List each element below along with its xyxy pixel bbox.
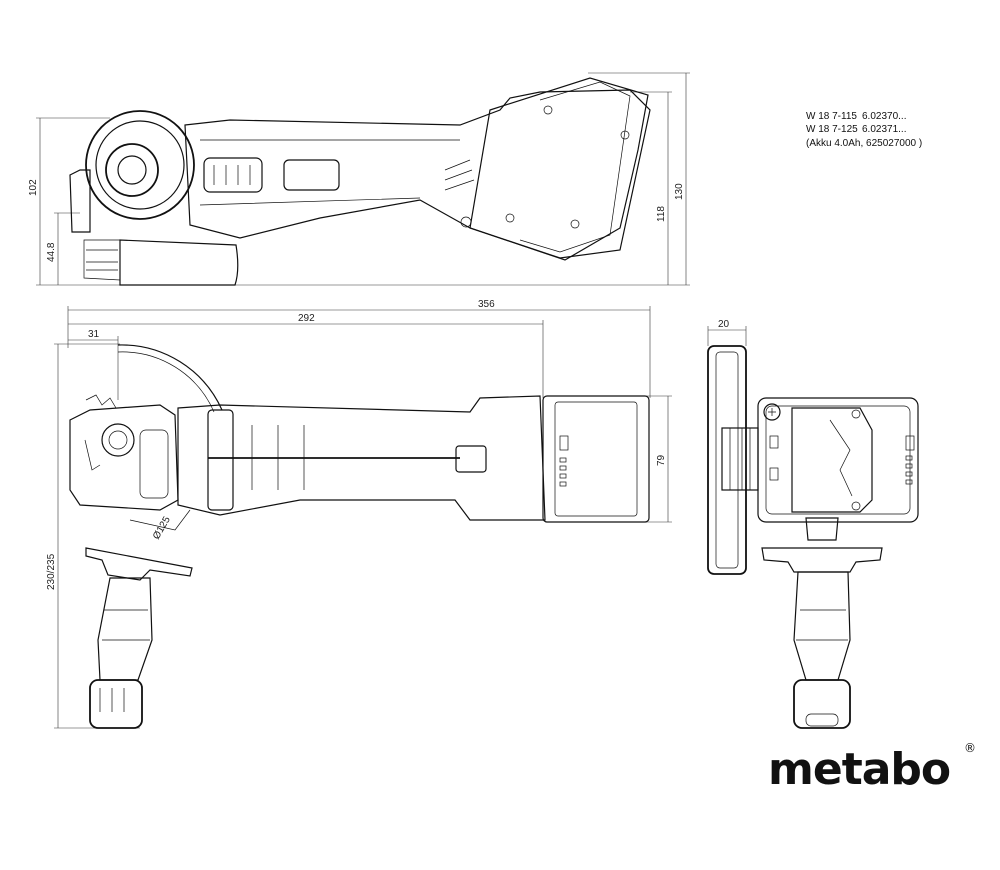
dim-label-44-8: 44.8	[46, 242, 57, 262]
front-screw-plus	[763, 403, 781, 421]
side-housing	[184, 89, 651, 259]
plan-battery-led-3	[559, 473, 567, 479]
front-handle-grip	[793, 571, 851, 681]
side-spindle-nut	[105, 143, 159, 197]
front-motor-end	[791, 407, 873, 513]
plan-gear-head	[69, 404, 179, 511]
front-detail-1	[769, 435, 779, 449]
front-battery-indicator	[905, 435, 915, 451]
plan-handle-grip-lines	[102, 609, 150, 641]
registered-mark: ®	[964, 741, 976, 755]
front-flange	[721, 427, 759, 491]
plan-handle-grip	[97, 577, 153, 681]
plan-spindle-lock-inner	[108, 430, 128, 450]
model-notes: W 18 7-115 6.02370... W 18 7-125 6.02371…	[806, 111, 922, 149]
side-guard-inner	[95, 120, 185, 210]
dim-label-118: 118	[656, 206, 667, 222]
dim-label-79: 79	[656, 454, 667, 466]
front-handle-end	[793, 679, 851, 729]
dim-label-130: 130	[674, 183, 685, 200]
plan-handle-mount	[85, 394, 117, 409]
front-disc-guard	[707, 345, 747, 575]
note-model-115: W 18 7-115	[806, 111, 857, 122]
note-code-115: 6.02370...	[862, 111, 906, 122]
side-housing-lines	[199, 139, 460, 206]
side-spindle-lock	[69, 169, 91, 233]
front-led-2	[905, 463, 913, 469]
front-led-4	[905, 479, 913, 485]
side-vent	[283, 159, 340, 191]
plan-gear-cover	[139, 429, 169, 499]
side-flange	[83, 239, 121, 281]
side-flange-lines	[86, 249, 118, 271]
side-vent-slats	[444, 159, 475, 191]
front-disc	[715, 351, 739, 569]
front-led-1	[905, 455, 913, 461]
brand-logo: metabo ®	[768, 741, 976, 795]
plan-handle-crossbar	[85, 547, 193, 581]
plan-guard-arc-inner	[117, 351, 215, 413]
side-battery-screw-1	[543, 105, 553, 115]
note-code-125: 6.02371...	[862, 124, 906, 135]
front-housing	[757, 397, 919, 523]
side-battery-screw-4	[570, 219, 580, 229]
side-view: 102 44.8 118 130	[28, 72, 690, 286]
side-spindle-hub	[117, 155, 147, 185]
side-battery	[469, 77, 649, 261]
plan-handle-end-ribs	[99, 688, 125, 712]
plan-battery-led-1	[559, 457, 567, 463]
front-handle-end-cap	[805, 713, 839, 727]
side-switch	[203, 157, 263, 193]
side-battery-detail	[519, 81, 631, 253]
front-led-3	[905, 471, 913, 477]
dim-label-20: 20	[718, 319, 730, 330]
dim-label-356: 356	[478, 299, 495, 310]
dim-label-31: 31	[88, 329, 100, 340]
plan-vent-slats	[251, 425, 305, 490]
plan-arrow-mark	[84, 439, 101, 471]
plan-battery-led-2	[559, 465, 567, 471]
plan-view: 356 292 31 230/235 79	[46, 299, 672, 729]
plan-battery	[542, 395, 650, 523]
front-detail-2	[769, 467, 779, 481]
dim-label-102: 102	[28, 179, 39, 196]
side-battery-screw-2	[620, 130, 630, 140]
plan-disc-diameter: Ø125	[151, 514, 173, 541]
side-disc	[119, 239, 239, 286]
plan-battery-led-4	[559, 481, 567, 487]
front-motor-screw-1	[851, 409, 861, 419]
dim-label-292: 292	[298, 313, 315, 324]
front-handle-mount	[805, 517, 839, 541]
front-view: 20	[707, 319, 919, 729]
side-battery-latch	[460, 216, 472, 228]
side-switch-grip	[213, 165, 251, 185]
front-screw-plus-mark	[768, 408, 776, 416]
metabo-logo: metabo	[768, 744, 950, 795]
plan-battery-indicator	[559, 435, 569, 451]
front-flange-lines	[729, 428, 751, 490]
plan-handle-end	[89, 679, 143, 729]
side-battery-screw-3	[505, 213, 515, 223]
front-housing-inner	[765, 405, 911, 515]
front-motor-vent	[829, 419, 853, 497]
front-handle-crossbar	[761, 547, 883, 573]
note-battery: (Akku 4.0Ah, 625027000 )	[806, 138, 922, 149]
plan-disc-leader	[129, 509, 191, 531]
front-motor-screw-2	[851, 501, 861, 511]
plan-guard-arc	[117, 344, 223, 411]
dim-label-230: 230/235	[46, 553, 57, 590]
plan-battery-inner	[554, 401, 638, 517]
front-handle-grip-lines	[796, 609, 848, 641]
plan-switch	[207, 409, 234, 511]
plan-spindle-lock	[101, 423, 135, 457]
plan-housing	[177, 395, 546, 521]
plan-lock-button	[455, 445, 487, 473]
note-model-125: W 18 7-125	[806, 124, 858, 135]
side-guard-circle	[85, 110, 195, 220]
